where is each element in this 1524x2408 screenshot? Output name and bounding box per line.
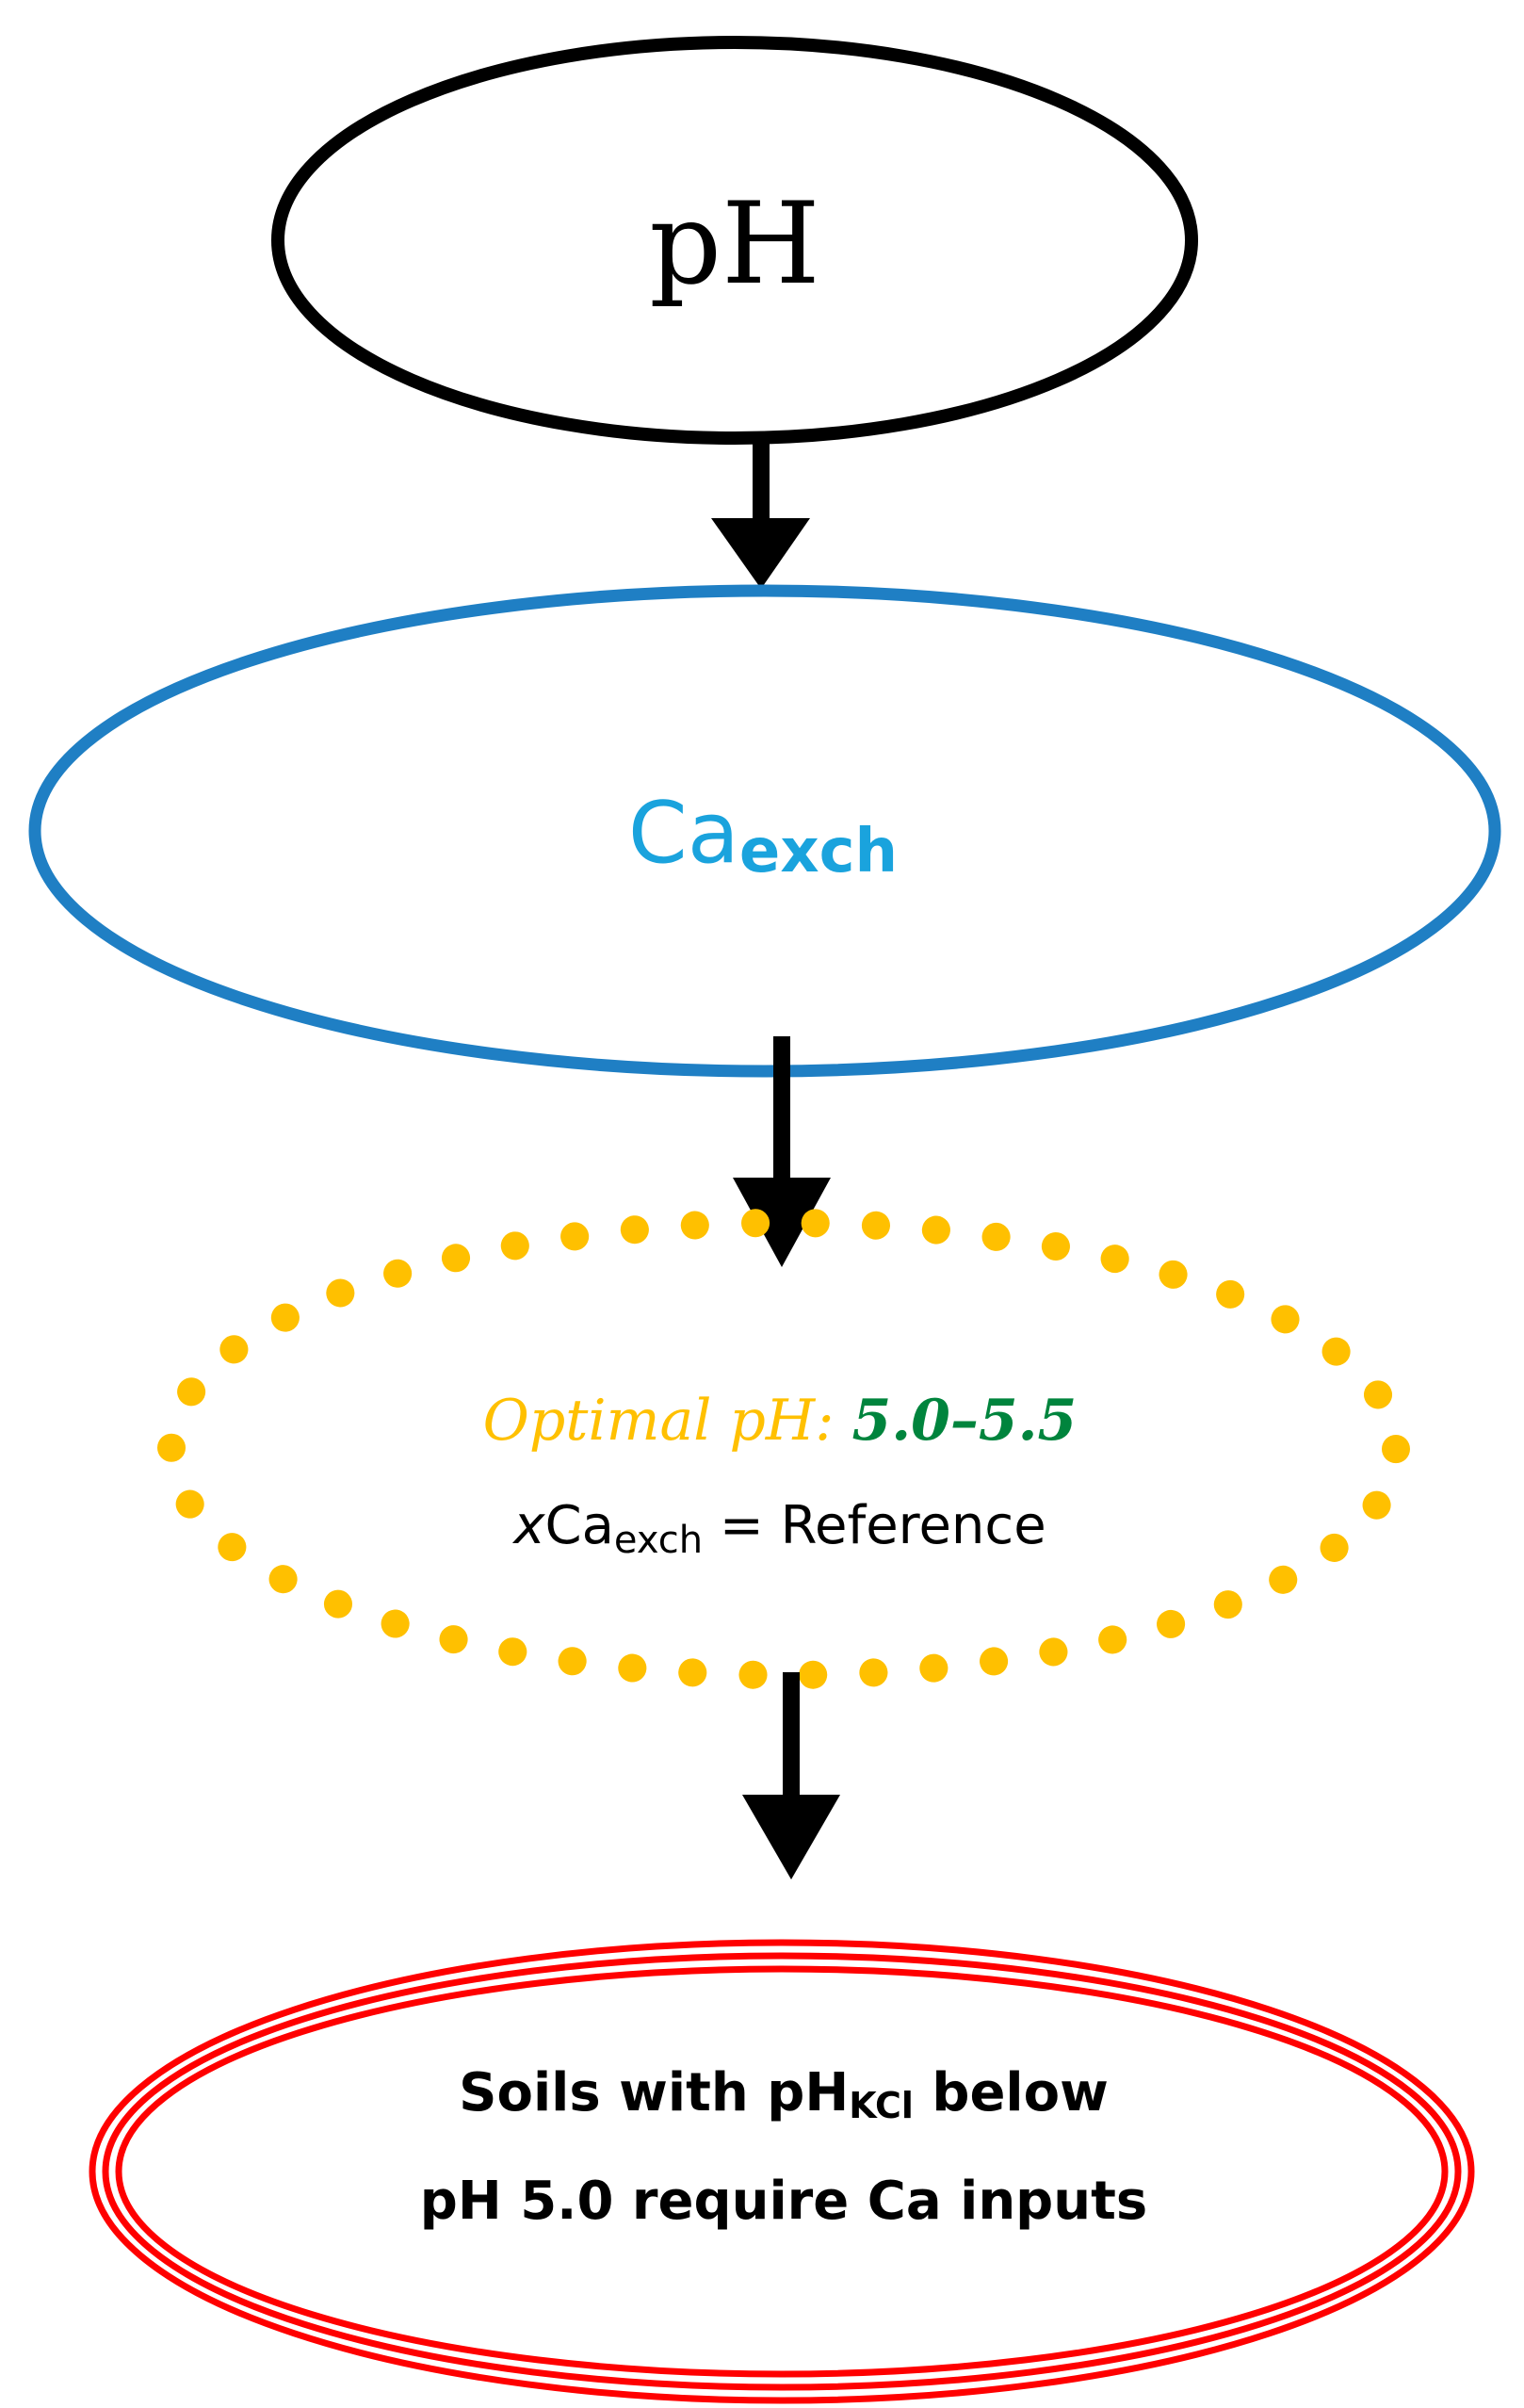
arrowhead (711, 518, 810, 589)
node-ca-exch: Caexch (28, 584, 1501, 1078)
node-ca-exch-shape (28, 584, 1501, 1078)
edge-ca-to-optimal (733, 1036, 831, 1267)
optimal-ph-line: Optimal pH: 5.0–5.5 (483, 1388, 1078, 1454)
node-ph-shape (271, 36, 1198, 445)
soils-line-2: pH 5.0 require Ca inputs (420, 2171, 1148, 2232)
reference-line: xCaexch = Reference (511, 1495, 1046, 1562)
node-soils-inner-ring (115, 1965, 1449, 2378)
node-soils-outer-ring (89, 1939, 1475, 2404)
edge-optimal-to-soils (742, 1672, 840, 1879)
node-optimal-ph: Optimal pH: 5.0–5.5 xCaexch = Reference (157, 1209, 1410, 1689)
arrowhead (733, 1178, 831, 1267)
node-soils-middle-ring (102, 1952, 1462, 2391)
node-soils-recommendation: Soils with pHKCl below pH 5.0 require Ca… (89, 1939, 1475, 2404)
node-ca-exch-label: Caexch (628, 784, 898, 887)
node-optimal-ph-shape (157, 1209, 1410, 1689)
node-ph: pH (271, 36, 1198, 445)
edge-ph-to-ca (711, 443, 810, 589)
arrowhead (742, 1795, 840, 1879)
soils-line-1: Soils with pHKCl below (459, 2062, 1109, 2126)
node-ph-label: pH (649, 179, 819, 310)
